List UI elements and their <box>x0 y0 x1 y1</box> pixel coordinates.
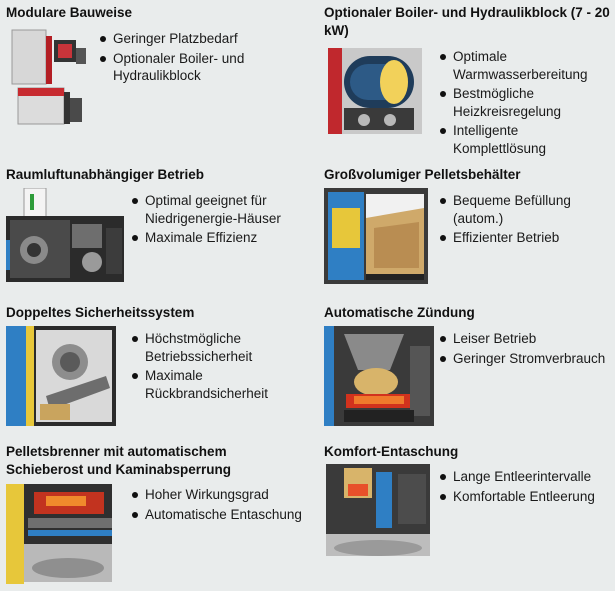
feature-list: Hoher Wirkungsgrad Automatische Entaschu… <box>130 486 310 525</box>
pellet-burner-image <box>6 484 116 584</box>
room-air-independent-image <box>6 188 128 284</box>
section-title: Automatische Zündung <box>324 305 475 320</box>
feature-item: Maximale Rückbrandsicherheit <box>130 367 310 402</box>
feature-item: Höchstmögliche Betriebssicherheit <box>130 330 310 365</box>
feature-item: Optionaler Boiler- und Hydraulikblock <box>98 50 268 85</box>
feature-list: Optimale Warmwasserbereitung Bestmöglich… <box>438 48 614 159</box>
feature-item: Bestmögliche Heizkreisregelung <box>438 85 614 120</box>
feature-item: Hoher Wirkungsgrad <box>130 486 310 504</box>
feature-item: Lange Entleerintervalle <box>438 468 614 486</box>
feature-item: Effizienter Betrieb <box>438 229 614 247</box>
feature-item: Optimal geeignet für Niedrigenergie-Häus… <box>130 192 310 227</box>
feature-list: Bequeme Befüllung (autom.) Effizienter B… <box>438 192 614 249</box>
feature-list: Geringer Platzbedarf Optionaler Boiler- … <box>98 30 268 87</box>
feature-list: Lange Entleerintervalle Komfortable Entl… <box>438 468 614 507</box>
feature-item: Intelligente Komplettlösung <box>438 122 614 157</box>
feature-item: Leiser Betrieb <box>438 330 614 348</box>
feature-list: Optimal geeignet für Niedrigenergie-Häus… <box>130 192 310 249</box>
modular-boiler-image <box>6 26 94 128</box>
feature-item: Komfortable Entleerung <box>438 488 614 506</box>
feature-item: Geringer Platzbedarf <box>98 30 268 48</box>
feature-list: Höchstmögliche Betriebssicherheit Maxima… <box>130 330 310 404</box>
section-title: Komfort-Entaschung <box>324 444 459 459</box>
section-title: Modulare Bauweise <box>6 5 133 20</box>
section-title: Optionaler Boiler- und Hydraulikblock (7… <box>324 5 610 38</box>
feature-item: Optimale Warmwasserbereitung <box>438 48 614 83</box>
pellet-container-image <box>324 188 428 284</box>
boiler-block-image <box>324 46 428 138</box>
section-title: Raumluftunabhängiger Betrieb <box>6 167 205 182</box>
section-title: Doppeltes Sicherheitssystem <box>6 305 195 320</box>
feature-item: Automatische Entaschung <box>130 506 310 524</box>
feature-item: Bequeme Befüllung (autom.) <box>438 192 614 227</box>
section-title: Großvolumiger Pelletsbehälter <box>324 167 521 182</box>
feature-item: Geringer Stromverbrauch <box>438 350 614 368</box>
auto-ignition-image <box>324 326 434 426</box>
feature-list: Leiser Betrieb Geringer Stromverbrauch <box>438 330 614 369</box>
ash-removal-image <box>324 464 434 560</box>
feature-item: Maximale Effizienz <box>130 229 310 247</box>
section-title: Pelletsbrenner mit automatischem Schiebe… <box>6 444 232 477</box>
double-safety-image <box>6 326 116 426</box>
